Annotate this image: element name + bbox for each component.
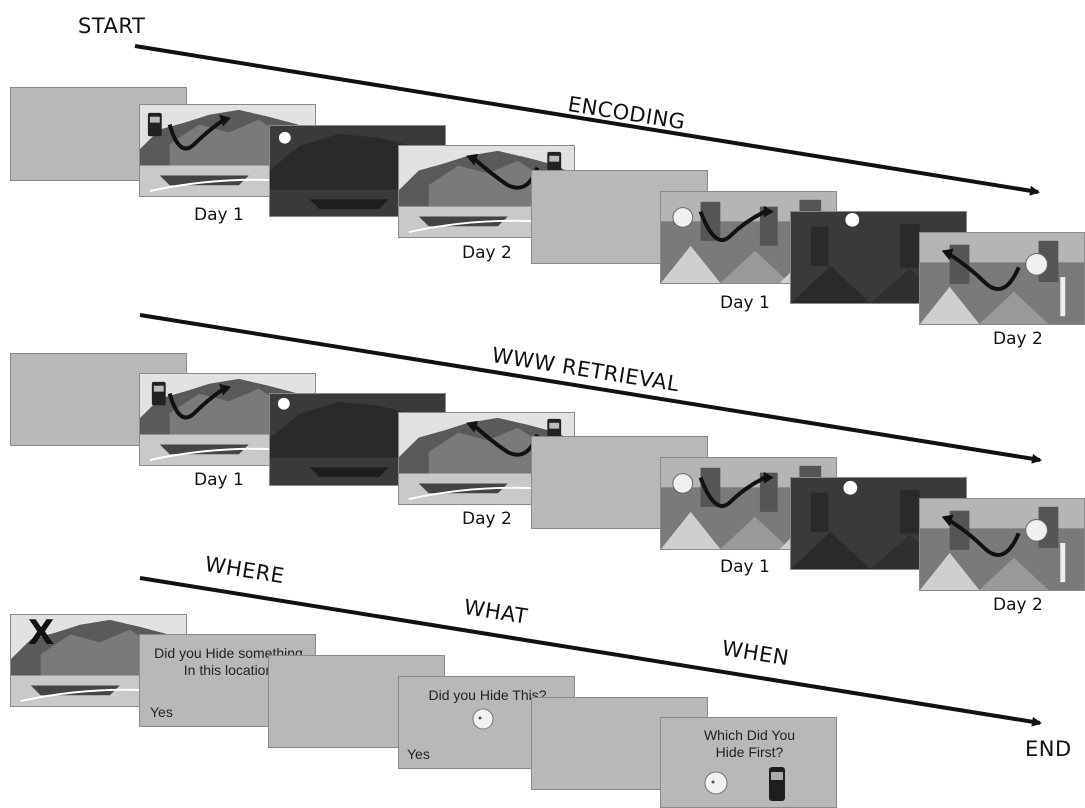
start-label: START [78, 14, 146, 38]
day-2-label: Day 2 [462, 243, 512, 263]
yes-option[interactable]: Yes [150, 704, 173, 720]
clock-object-icon[interactable] [703, 770, 729, 796]
day-2-label: Day 2 [462, 509, 512, 529]
day-2-label: Day 2 [993, 329, 1043, 349]
day-1-label: Day 1 [194, 470, 244, 490]
day-2-label: Day 2 [993, 595, 1043, 615]
test-arrow [139, 576, 1042, 727]
day-1-label: Day 1 [194, 205, 244, 225]
when-question-screen: Which Did You Hide First? [660, 717, 837, 808]
rooftop-scene-day2 [919, 498, 1085, 591]
yes-option[interactable]: Yes [407, 746, 430, 762]
what-question-text: Did you Hide This? [428, 687, 547, 703]
clock-object-icon [472, 708, 494, 730]
day-1-label: Day 1 [720, 293, 770, 313]
where-question-text: Did you Hide something In this location [154, 645, 303, 678]
when-question-text: Which Did You Hide First? [703, 727, 796, 760]
rooftop-scene-day2 [919, 232, 1085, 325]
end-label: END [1025, 737, 1072, 761]
x-mark-icon: X [28, 614, 55, 653]
retrieval-arrow [139, 313, 1042, 464]
day-1-label: Day 1 [720, 557, 770, 577]
can-object-icon[interactable] [768, 766, 786, 802]
encoding-arrow [134, 44, 1040, 196]
